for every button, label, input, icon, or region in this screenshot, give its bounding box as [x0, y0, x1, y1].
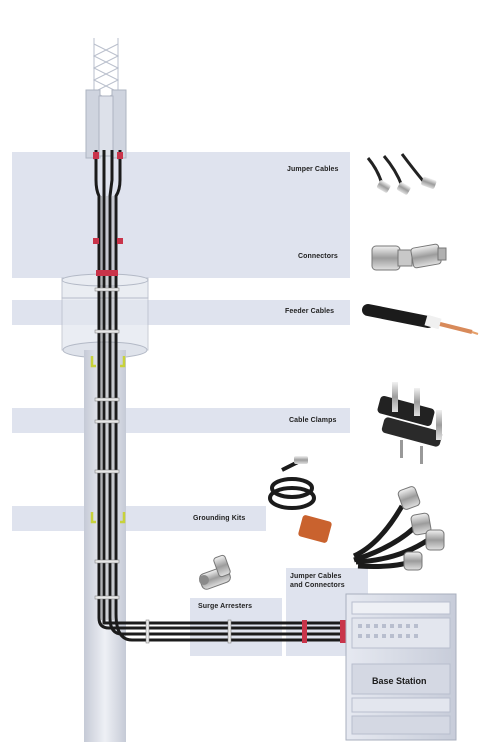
surge-arrester-product — [199, 554, 231, 590]
grounding-kit-product — [268, 456, 332, 543]
label-jumper-cables-and-connectors-line2: and Connectors — [290, 582, 345, 589]
cable-clamps-horizontal — [145, 619, 346, 644]
band-jumper-connectors — [12, 152, 350, 278]
label-jumper-cables-and-connectors: Jumper Cables and Connectors — [290, 572, 345, 590]
label-base-station: Base Station — [372, 676, 427, 686]
label-jumper-cables-and-connectors-line1: Jumper Cables — [290, 573, 342, 580]
cable-clamps-vertical — [94, 287, 120, 600]
feeder-cable-bundle — [94, 150, 350, 642]
jumper-connector-bundle-product — [352, 486, 445, 571]
cable-clamps-product — [377, 382, 443, 464]
base-station-cabinet — [345, 593, 457, 741]
feeder-cable-product — [362, 304, 479, 335]
label-connectors: Connectors — [298, 253, 338, 260]
label-jumper-cables: Jumper Cables — [287, 166, 339, 173]
jumper-cables-product — [366, 153, 437, 195]
top-connector-markers — [93, 152, 123, 276]
label-cable-clamps: Cable Clamps — [289, 417, 337, 424]
connectors-product — [371, 243, 447, 271]
band-grounding-kits — [12, 506, 266, 531]
label-grounding-kits: Grounding Kits — [193, 515, 246, 522]
label-surge-arresters: Surge Arresters — [198, 603, 253, 610]
label-feeder-cables: Feeder Cables — [285, 308, 335, 315]
band-cable-clamps — [12, 408, 350, 433]
grounding-markers — [90, 356, 126, 524]
antenna-tower — [61, 38, 149, 742]
